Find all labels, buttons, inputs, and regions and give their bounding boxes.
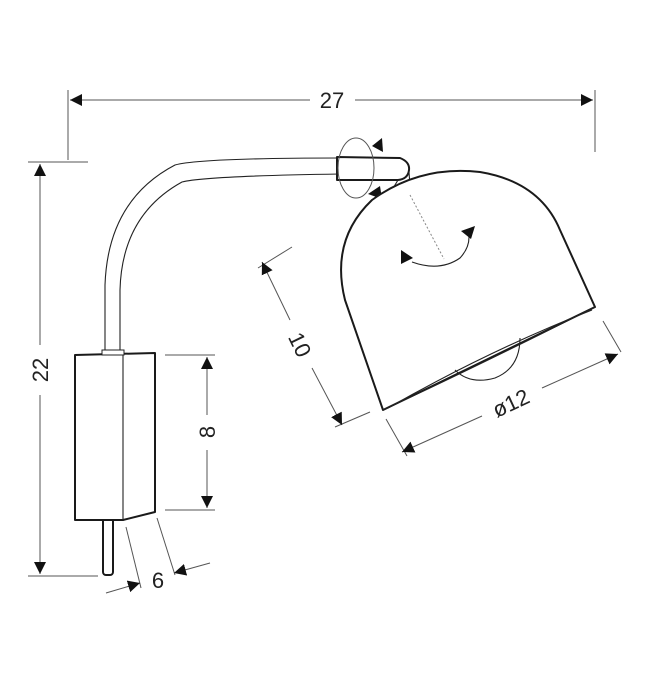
- wall-base: [74, 349, 156, 576]
- lamp-shade: [340, 169, 596, 411]
- shade-diameter-label: ø12: [488, 384, 533, 423]
- rotate-arrow-icon: [461, 226, 475, 239]
- rotate-arrow-icon: [372, 138, 383, 152]
- width-label: 27: [320, 88, 344, 113]
- base-depth-label: 6: [152, 568, 164, 593]
- base-depth-dimension: 6: [105, 517, 211, 594]
- height-dimension: 22: [28, 161, 98, 577]
- rotate-arrow-icon: [401, 250, 413, 264]
- width-dimension: 27: [67, 88, 596, 160]
- base-height-label: 8: [195, 426, 220, 438]
- base-height-dimension: 8: [165, 354, 220, 511]
- shade-height-label: 10: [283, 328, 316, 361]
- lamp-arm: [104, 157, 341, 353]
- height-label: 22: [28, 358, 53, 382]
